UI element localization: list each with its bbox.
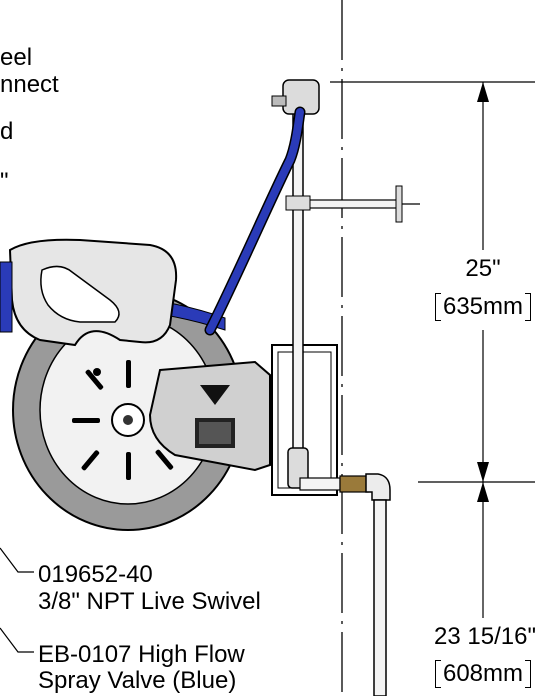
dimension-lower-imperial: 23 15/16" — [434, 623, 536, 650]
wall-flange — [395, 185, 403, 223]
callout-top-line1: eel — [0, 44, 33, 71]
reel-small-hole — [93, 368, 101, 376]
dimension-lower-metric: 608mm — [434, 660, 532, 688]
callout-valve-line1: EB-0107 High Flow — [38, 641, 245, 668]
horizontal-nipple — [299, 477, 341, 491]
leader-swivel — [0, 547, 34, 573]
callout-swivel-description: 3/8" NPT Live Swivel — [38, 588, 261, 615]
spoke-slot-3 — [72, 418, 100, 423]
spoke-slot-2 — [126, 452, 131, 480]
blue-supply-hose-fill — [206, 108, 304, 334]
pipe-clamp — [285, 195, 311, 211]
dimension-upper-metric: 635mm — [434, 293, 532, 321]
side-plate-cutout — [40, 265, 120, 323]
side-arm-pipe — [299, 199, 401, 209]
brass-coupling — [339, 475, 369, 493]
drop-pipe — [373, 499, 387, 696]
reel-hub-bolt — [123, 415, 133, 425]
arrow-up-top — [477, 82, 489, 102]
dimension-upper-metric-wrap: 635mm — [428, 292, 538, 322]
arrow-down-mid — [477, 462, 489, 482]
top-valve-handle — [271, 95, 287, 107]
label-plate-text — [199, 422, 231, 444]
mounting-plate — [148, 360, 271, 472]
callout-swivel-part-number: 019652-40 — [38, 561, 153, 588]
callout-top-line2: nnect — [0, 71, 59, 98]
dimension-upper-imperial: 25" — [465, 255, 501, 282]
leader-valve — [0, 627, 34, 653]
logo-emblem — [200, 385, 230, 405]
spoke-slot-5 — [81, 450, 100, 471]
spoke-slot-7 — [85, 369, 104, 390]
supply-pipe-vertical — [292, 109, 304, 481]
spoke-slot-6 — [155, 449, 174, 470]
elbow-fitting — [365, 473, 391, 501]
hose-edge-left — [0, 261, 13, 333]
callout-top-line4: " — [0, 168, 9, 195]
spoke-slot-1 — [126, 360, 131, 388]
callout-top-line3: d — [0, 118, 14, 145]
dimension-lower-metric-wrap: 608mm — [428, 659, 538, 689]
callout-valve-line2: Spray Valve (Blue) — [38, 667, 237, 694]
